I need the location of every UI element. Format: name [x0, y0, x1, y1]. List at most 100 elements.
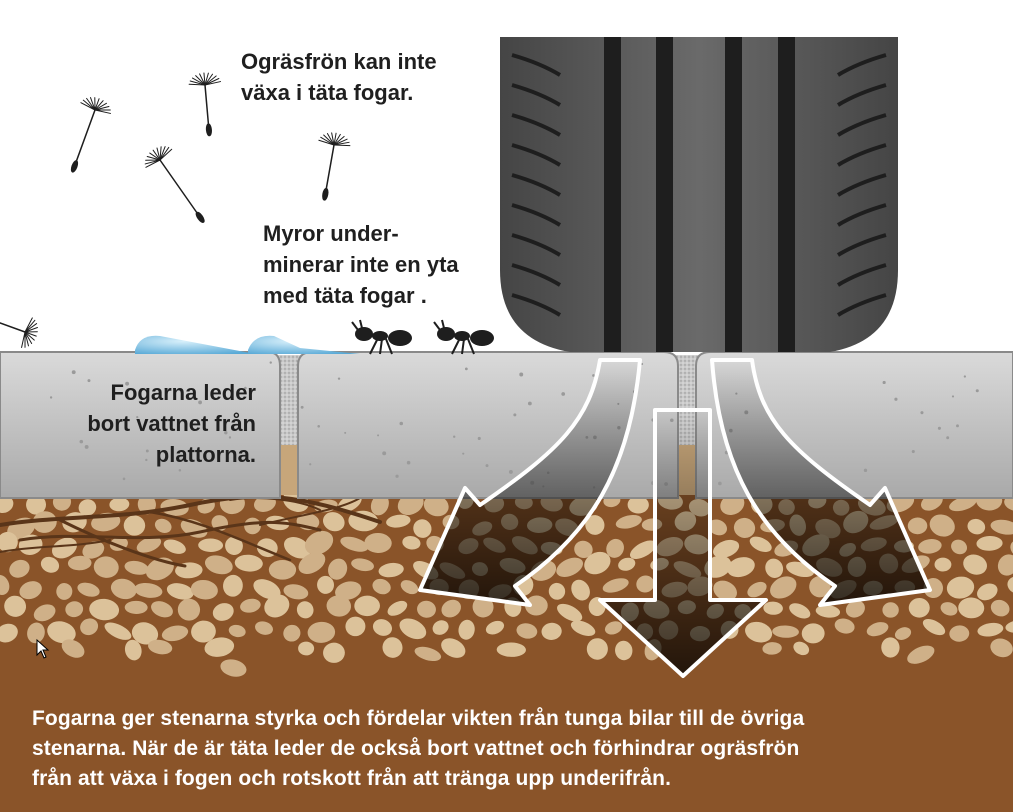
gravel-stone	[951, 539, 968, 555]
gravel-stone	[228, 624, 246, 638]
gravel-stone	[124, 600, 148, 614]
gravel-stone	[9, 559, 30, 578]
gravel-stone	[234, 554, 263, 572]
arrow-icon	[598, 408, 768, 678]
gravel-stone	[137, 494, 156, 515]
caption-line: från att växa i fogen och rotskott från …	[32, 767, 671, 790]
gravel-stone	[161, 625, 189, 642]
dandelion-seed-icon	[0, 314, 38, 349]
gravel-stone	[335, 581, 362, 600]
gravel-stone	[56, 583, 73, 600]
joint-sand	[278, 355, 300, 445]
gravel-stone	[32, 511, 57, 533]
gravel-stone	[82, 541, 105, 559]
gravel-stone	[65, 601, 84, 618]
gravel-stone	[516, 623, 538, 639]
gravel-stone	[627, 496, 649, 514]
gravel-stone	[432, 620, 449, 635]
gravel-stone	[834, 618, 855, 634]
gravel-stone	[1005, 620, 1013, 633]
gravel-stone	[67, 555, 92, 571]
gravel-stone	[990, 599, 1010, 617]
water-drop-icon	[248, 335, 360, 354]
gravel-stone	[636, 575, 655, 593]
gravel-stone	[89, 598, 120, 621]
gravel-stone	[40, 556, 60, 573]
gravel-stone	[918, 539, 942, 554]
gravel-stone	[372, 619, 392, 636]
seeds-label: Ogräsfrön kan inte växa i täta fogar.	[241, 46, 437, 108]
gravel-stone	[400, 580, 419, 595]
gravel-stone	[166, 583, 194, 600]
gravel-stone	[364, 532, 392, 553]
gravel-stone	[727, 557, 755, 578]
gravel-stone	[570, 620, 596, 636]
gravel-stone	[976, 536, 1003, 551]
gravel-stone	[317, 575, 335, 594]
gravel-stone	[946, 576, 975, 599]
gravel-stone	[372, 578, 391, 595]
gravel-stone	[556, 557, 584, 577]
water-label-line: bort vattnet från	[87, 411, 256, 436]
gravel-stone	[131, 622, 159, 645]
gravel-stone	[745, 621, 773, 643]
dandelion-seed-icon	[188, 72, 222, 137]
gravel-stone	[93, 556, 119, 578]
caption-line: stenarna. När de är täta leder de också …	[32, 737, 800, 760]
gravel-stone	[472, 596, 494, 618]
gravel-stone	[4, 595, 27, 617]
gravel-stone	[907, 645, 935, 664]
gravel-stone	[882, 602, 899, 618]
gravel-stone	[298, 641, 315, 656]
gravel-stone	[894, 627, 912, 640]
gravel-stone	[77, 582, 100, 597]
gravel-stone	[307, 621, 336, 643]
gravel-stone	[198, 538, 224, 552]
gravel-stone	[615, 640, 633, 661]
gravel-stone	[19, 581, 42, 600]
gravel-stone	[0, 623, 18, 643]
gravel-stone	[123, 515, 146, 536]
gravel-stone	[26, 494, 47, 515]
gravel-stone	[525, 595, 548, 616]
seeds-label-line: Ogräsfrön kan inte	[241, 49, 437, 74]
gravel-stone	[801, 623, 825, 644]
gravel-stone	[328, 558, 348, 580]
mouse-cursor-icon	[36, 638, 50, 659]
gravel-stone	[177, 598, 201, 621]
gravel-stone	[963, 554, 988, 575]
gravel-stone	[0, 495, 14, 514]
gravel-stone	[571, 579, 590, 601]
gravel-stone	[763, 601, 783, 615]
gravel-stone	[283, 536, 311, 559]
gravel-stone	[793, 641, 810, 656]
gravel-stone	[557, 603, 583, 622]
gravel-stone	[283, 624, 301, 642]
ant-icon	[351, 319, 412, 355]
gravel-stone	[615, 514, 642, 529]
gravel-stone	[154, 518, 172, 533]
gravel-stone	[990, 638, 1013, 658]
gravel-stone	[151, 601, 173, 618]
gravel-stone	[541, 622, 562, 640]
gravel-stone	[789, 603, 811, 619]
gravel-stone	[585, 515, 605, 535]
gravel-stone	[770, 576, 797, 599]
gravel-stone	[977, 583, 998, 601]
gravel-stone	[908, 597, 930, 618]
gravel-stone	[749, 536, 772, 553]
gravel-stone	[417, 600, 436, 618]
gravel-stone	[104, 622, 132, 640]
gravel-stone	[0, 574, 10, 595]
gravel-stone	[370, 494, 389, 516]
seeds-label-line: växa i täta fogar.	[241, 80, 414, 105]
gravel-stone	[124, 639, 142, 661]
gravel-stone	[733, 517, 756, 538]
gravel-stone	[604, 621, 623, 635]
gravel-stone	[304, 530, 334, 555]
gravel-stone	[47, 621, 76, 644]
gravel-stone	[441, 638, 466, 658]
gravel-stone	[255, 621, 273, 635]
gravel-stone	[110, 578, 137, 600]
